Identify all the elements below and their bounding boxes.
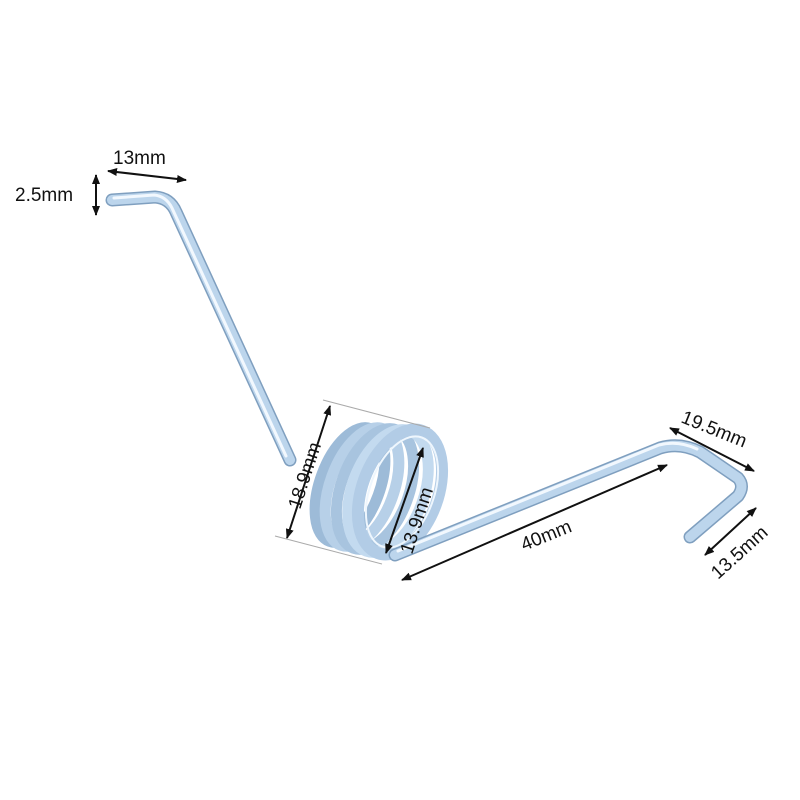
label-hook-end-length: 13.5mm xyxy=(707,522,772,584)
label-long-leg-length: 40mm xyxy=(518,516,575,555)
spring-top-leg xyxy=(105,190,297,467)
dimension-wire-diameter: 2.5mm xyxy=(15,174,100,216)
dimension-top-leg: 13mm xyxy=(107,148,187,183)
label-wire-diameter: 2.5mm xyxy=(15,185,73,206)
label-top-leg-length: 13mm xyxy=(113,148,166,169)
